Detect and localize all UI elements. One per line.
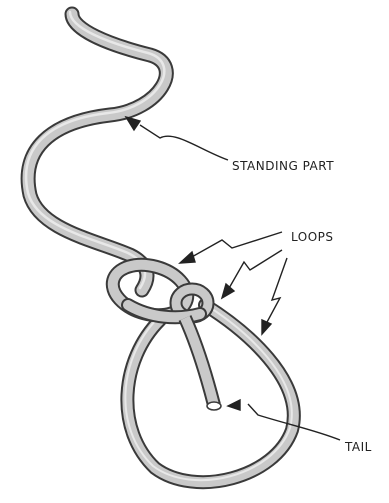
loops-arrowhead-1 [180, 252, 195, 263]
tail-end-arrowhead [228, 400, 240, 410]
loops-pointer-1 [190, 232, 282, 258]
tail-rope [185, 318, 221, 410]
knot-loops [107, 257, 208, 323]
loops-arrowhead-2 [222, 284, 234, 298]
loops-pointer-3 [266, 258, 287, 324]
loops-arrowhead-3 [262, 320, 271, 334]
standing-part-arrowhead [126, 117, 140, 130]
label-tail: TAIL [344, 440, 372, 454]
tail-end [207, 402, 221, 410]
standing-part-rope [26, 12, 166, 290]
standing-part-pointer [140, 125, 228, 160]
loops-pointer-2 [228, 250, 282, 290]
label-standing-part: STANDING PART [232, 159, 334, 173]
label-loops: LOOPS [291, 230, 334, 244]
